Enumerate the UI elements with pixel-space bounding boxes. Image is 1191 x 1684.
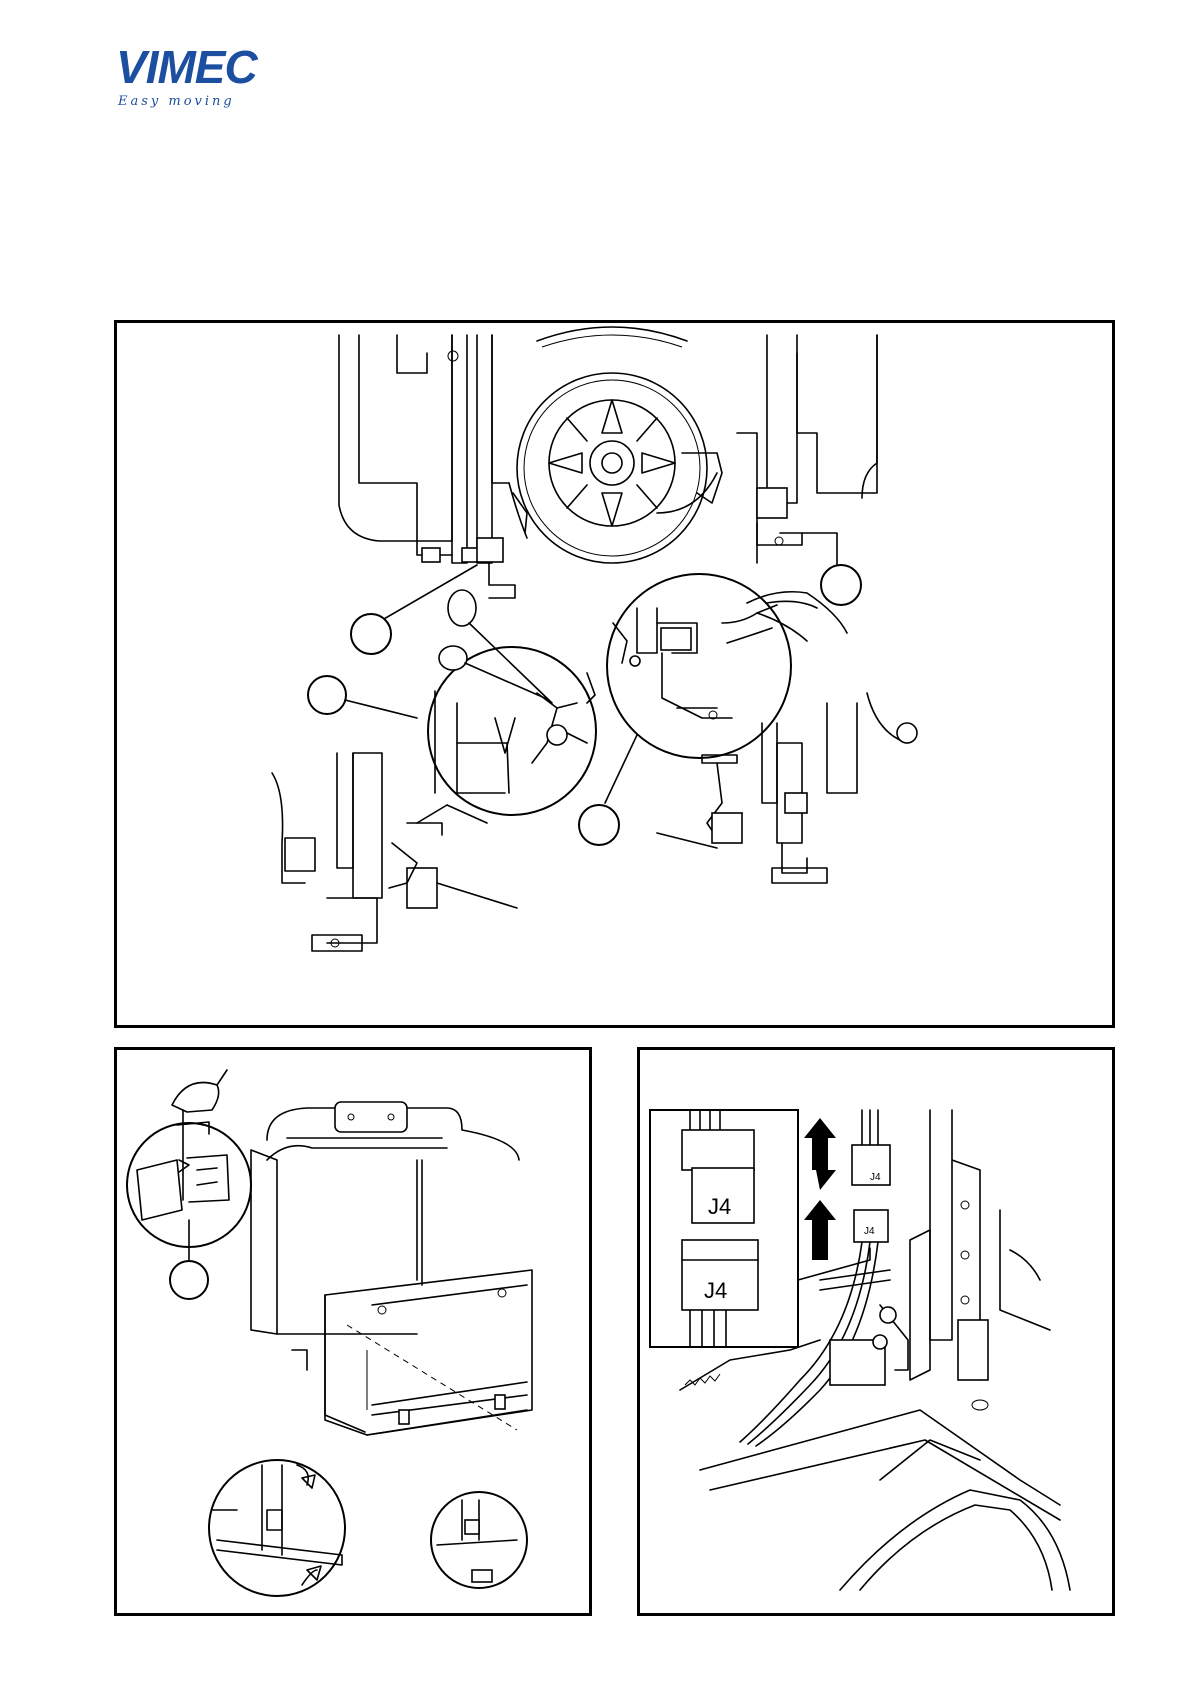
callout-circle-top-right: [821, 565, 861, 605]
connect-arrows: [804, 1118, 836, 1260]
bottom-right-illustration-panel: J4 J4 J4 J4: [637, 1047, 1115, 1616]
connector-label-j4-bottom: J4: [864, 1226, 875, 1237]
callout-circle-top-left: [351, 614, 391, 654]
logo-tagline: Easy moving: [118, 94, 235, 109]
latch-detail-left: [209, 1460, 345, 1596]
vimec-logo: VIMEC Easy moving: [116, 44, 266, 114]
bottom-left-illustration-panel: [114, 1047, 592, 1616]
chair-back-frame: [251, 1102, 519, 1370]
arrow-down-icon: [804, 1118, 836, 1190]
left-upright: [339, 335, 527, 598]
drive-gear: [517, 327, 707, 563]
connector-technical-drawing: J4 J4 J4 J4: [640, 1050, 1112, 1613]
latch-detail-right: [431, 1492, 527, 1588]
leader-line-2: [780, 533, 837, 568]
callout-circle-pin: [170, 1261, 208, 1299]
logo-wordmark: VIMEC: [116, 44, 257, 90]
top-technical-drawing: [117, 323, 1112, 1025]
seat-panel: [325, 1270, 532, 1435]
frame-technical-drawing: [117, 1050, 589, 1613]
right-upright: [657, 335, 877, 563]
pliers-detail: [607, 574, 847, 758]
connector-label-j4-top: J4: [870, 1172, 881, 1183]
arrow-up-icon: [804, 1200, 836, 1260]
callout-circle-bottom: [579, 805, 619, 845]
connector-label-j4-inset-top: J4: [708, 1194, 731, 1219]
leader-line-4: [605, 735, 637, 803]
callout-circle-left: [308, 676, 346, 714]
top-illustration-panel: [114, 320, 1115, 1028]
connector-label-j4-inset-bottom: J4: [704, 1278, 727, 1303]
connector-inset: J4 J4: [650, 1110, 798, 1347]
leader-line-3: [345, 700, 417, 718]
scissors-detail: [417, 590, 596, 823]
